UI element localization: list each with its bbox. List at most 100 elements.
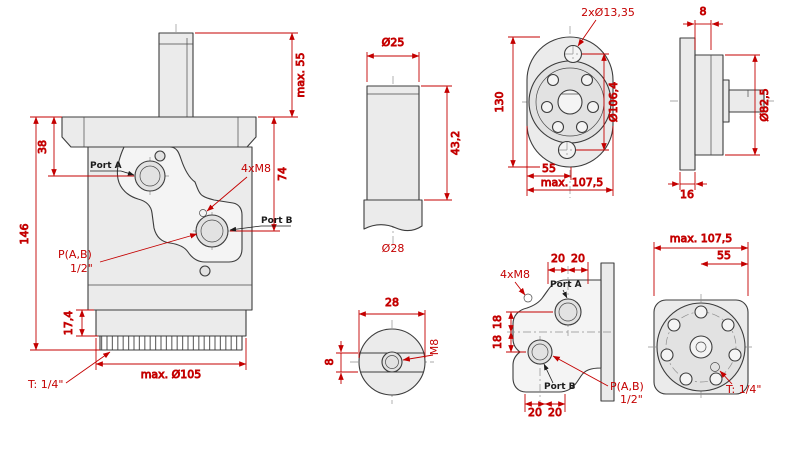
shaft-d25-section [366,85,420,201]
center-hole [689,335,713,359]
dim-max107-5-rear: max. 107,5 [653,232,749,296]
shaft-d28-section [363,199,423,232]
dim-43-2-label: 43,2 [449,131,462,156]
flange-plate-edge [679,37,696,171]
dim-16-label: 16 [680,188,694,201]
bolt-hole [721,318,735,332]
dim-max-d105: max. Ø105 [95,338,247,381]
drain-hole [710,362,720,372]
dim-max107-5-rear-label: max. 107,5 [670,232,732,245]
drain-callout-rear-label: T: 1/4" [725,383,761,396]
drain-callout-front: T: 1/4" [27,351,111,391]
drain-callout-front-label: T: 1/4" [27,378,63,391]
dim-146-label: 146 [18,224,31,245]
bolt-hole [679,372,693,386]
shaft-side-view: Ø25 43,2 Ø28 [363,36,462,255]
bolt-hole [580,73,594,87]
port-side-view: 20 20 18 18 20 20 4xM8 Port A Po [491,252,644,420]
side-view: 8 Ø82,5 16 [668,5,775,201]
port-a-hole [134,160,166,192]
dim-8-side-label: 8 [700,5,707,18]
pab-callout-front-label: P(A,B) [58,248,92,261]
thread-callout-port: 4xM8 [500,268,530,296]
bolt-hole [199,209,207,217]
shaft-end-view: 28 8 M8 [323,296,441,404]
mounting-flange [61,116,257,148]
thread-callout-front: 4xM8 [206,162,271,212]
dim-28-label: 28 [385,296,399,309]
dim-130-label: 130 [493,92,506,113]
dim-max55-label: max. 55 [294,53,307,98]
pilot-body [694,54,724,156]
drain-callout-rear: T: 1/4" [719,370,761,396]
holes-callout: 2xØ13,35 [577,6,635,47]
dim-8-side: 8 [683,5,723,50]
flange-front-view: 2xØ13,35 130 Ø106,4 55 max. 107,5 [493,6,635,198]
dim-max107-5-flange: max. 107,5 [526,126,614,196]
dim-d82-5: Ø82,5 [725,54,771,156]
motor-body-lower [95,309,247,337]
dim-max107-5-flange-label: max. 107,5 [541,176,603,189]
pab-size-front-label: 1/2" [70,262,93,275]
port-b-label-front: Port B [261,216,293,226]
bolt-hole [667,318,681,332]
port-a-callout: Port A [550,280,582,299]
dim-43-2: 43,2 [421,85,462,201]
bolt-hole [709,372,723,386]
dim-20-20-bottom: 20 20 [524,394,566,419]
bolt-hole [694,305,708,319]
output-shaft [158,32,194,118]
dim-130: 130 [493,36,540,168]
dim-55-flange: 55 [526,126,572,196]
bolt-hole [586,100,600,114]
bolt-hole [660,348,674,362]
dim-38-label: 38 [36,140,49,154]
dim-20-top-b-label: 20 [571,252,585,265]
dim-d25: Ø25 [366,36,420,82]
m8-callout: M8 [402,339,441,362]
m8-thread-hole [381,351,403,373]
rear-view: max. 107,5 55 T: 1/4" [648,232,761,400]
dim-max55: max. 55 [195,32,307,118]
dim-d28-label: Ø28 [382,242,405,255]
pab-callout-port-label: P(A,B) [610,380,644,393]
dim-55-rear: 55 [700,249,749,267]
bolt-hole [540,100,554,114]
dim-8-key: 8 [323,341,358,384]
thread-callout-port-label: 4xM8 [500,268,530,281]
port-b-hole [527,339,553,365]
dim-8-key-label: 8 [323,359,336,366]
port-b-callout-front: Port B [229,216,293,232]
dim-16: 16 [668,172,707,201]
front-view-outline [61,24,257,351]
dim-d106-4: Ø106,4 [576,53,620,151]
dim-55-rear-label: 55 [717,249,731,262]
dim-20-bottom-b-label: 20 [548,406,562,419]
dim-d106-4-label: Ø106,4 [607,82,620,122]
bolt-hole [154,150,166,162]
dim-20-bottom-a-label: 20 [528,406,542,419]
holes-callout-label: 2xØ13,35 [581,6,635,19]
port-a-label: Port A [550,280,582,290]
pab-size-port-label: 1/2" [620,393,643,406]
dim-146: 146 [18,116,100,351]
shaft-neck [722,79,730,123]
dim-74-label: 74 [276,167,289,181]
bolt-hole [523,293,533,303]
pab-callout-front: P(A,B) 1/2" [58,233,198,275]
port-b-callout: Port B [543,363,576,392]
dim-18-b-label: 18 [491,335,504,349]
bolt-hole [551,120,565,134]
port-a-callout-front: Port A [90,161,135,176]
dim-18-18-left: 18 18 [491,311,553,353]
dim-28: 28 [358,296,426,358]
front-view: 146 38 max. 55 74 17,4 max. Ø [18,24,307,391]
bolt-hole [728,348,742,362]
m8-callout-label: M8 [428,339,441,356]
dim-20-20-top: 20 20 [547,252,589,284]
dim-17-4: 17,4 [62,309,98,337]
dim-d82-5-label: Ø82,5 [758,88,771,121]
pab-callout-port: P(A,B) 1/2" [552,355,644,406]
dim-18-a-label: 18 [491,315,504,329]
